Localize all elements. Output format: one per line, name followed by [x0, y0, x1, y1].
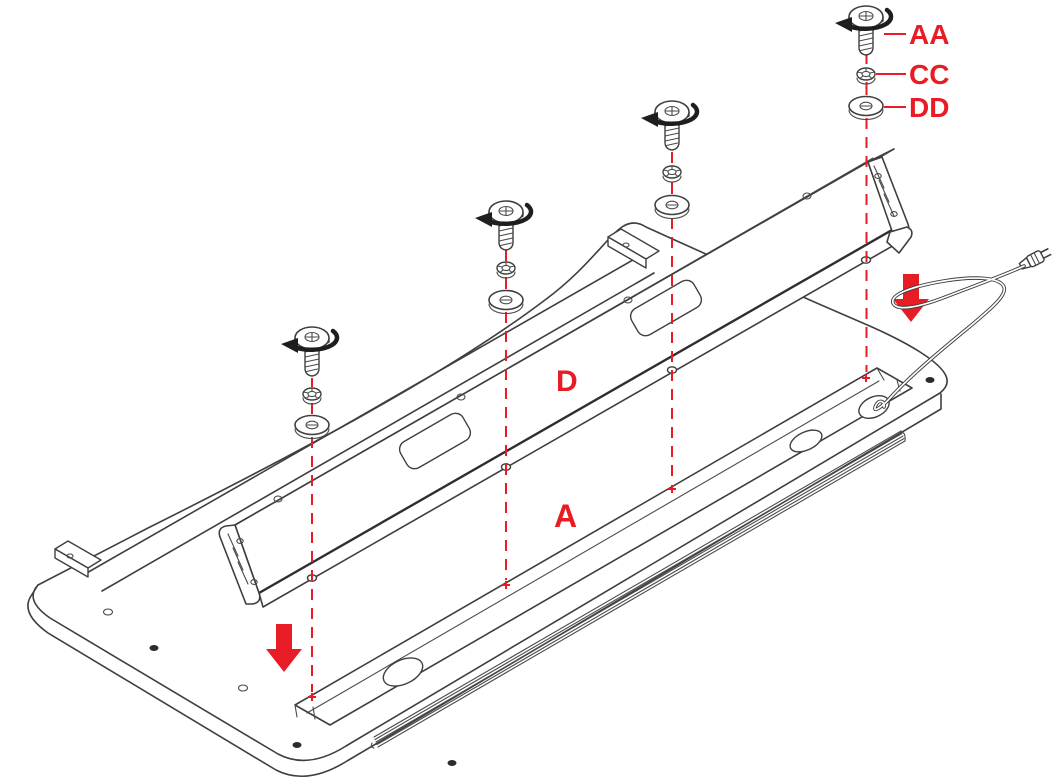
label-cc: CC	[909, 59, 949, 90]
lock-washer-cc-icon	[496, 261, 516, 279]
screw-assembly-1	[835, 6, 891, 121]
flat-washer-dd-icon	[294, 414, 330, 440]
screw-aa-icon	[281, 327, 337, 376]
foot-screw	[925, 377, 935, 383]
lock-washer-cc-icon	[662, 165, 682, 183]
edge-rail	[370, 430, 906, 749]
bracket-d	[218, 148, 913, 608]
lock-washer-cc-icon	[302, 387, 322, 405]
oval-hole	[382, 657, 424, 687]
label-panel-a: A	[554, 498, 577, 534]
label-dd: DD	[909, 92, 949, 123]
foot-screw	[447, 760, 457, 766]
power-cord	[873, 248, 1052, 412]
screw-assembly-4	[281, 327, 337, 440]
screw-aa-icon	[641, 101, 697, 150]
flat-washer-dd-icon	[848, 95, 884, 121]
screw-aa-icon	[475, 201, 531, 250]
label-aa: AA	[909, 19, 949, 50]
callouts: AA CC DD D A	[554, 19, 949, 534]
foot-screw	[292, 742, 302, 748]
lock-washer-cc-icon	[856, 67, 876, 85]
mounting-rail	[54, 228, 660, 592]
screw-assembly-3	[475, 201, 531, 315]
oval-hole	[789, 429, 823, 453]
screw-aa-icon	[835, 6, 891, 55]
bracket-end-flap	[886, 226, 913, 254]
bracket-cutout	[629, 279, 703, 337]
base-panel-a	[27, 222, 948, 777]
recess-frame	[294, 367, 913, 726]
guide-lines	[307, 52, 871, 702]
bracket-cutout	[398, 412, 472, 470]
insert-arrow-icon	[893, 274, 929, 322]
flat-washer-dd-icon	[654, 194, 690, 220]
screw-assembly-2	[641, 101, 697, 220]
foot-screw	[149, 645, 159, 651]
panel-side-thickness	[27, 393, 942, 777]
flat-washer-dd-icon	[488, 289, 524, 315]
label-bracket-d: D	[556, 365, 578, 398]
